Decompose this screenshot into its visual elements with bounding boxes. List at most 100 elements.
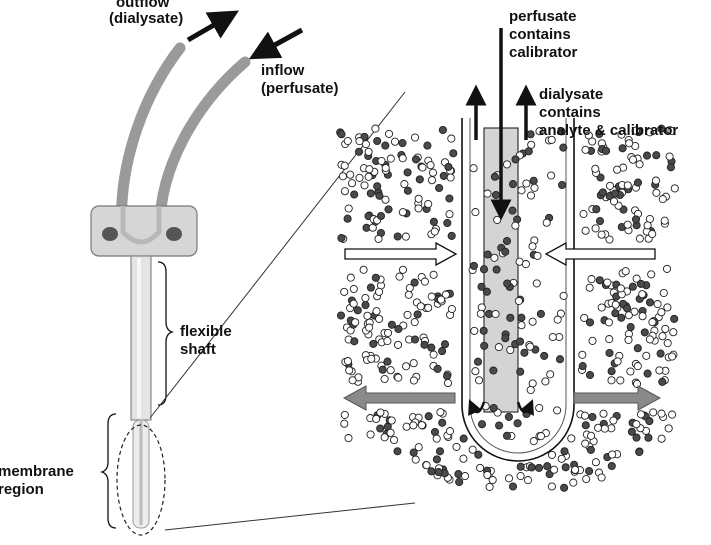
tissue-particle [400, 179, 409, 189]
tissue-particle [386, 366, 395, 375]
zoom-line-bottom [164, 502, 416, 531]
dialysate-particle [536, 432, 546, 441]
tissue-particle [432, 455, 441, 464]
tissue-particle [390, 435, 399, 445]
tissue-particle [561, 463, 570, 472]
tissue-particle [476, 463, 485, 472]
tissue-particle [488, 475, 497, 485]
dialysate-particle [542, 218, 551, 227]
dialysate-particle [477, 420, 487, 429]
tissue-particle [426, 161, 435, 170]
tissue-particle [365, 165, 374, 174]
tissue-particle [655, 366, 664, 375]
tissue-particle [365, 323, 374, 332]
tissue-particle [508, 482, 518, 491]
tissue-particle [381, 141, 390, 150]
dialysate-particle [547, 171, 556, 180]
tissue-particle [600, 424, 609, 433]
dialysate-particle [517, 186, 526, 195]
dialysate-particle [553, 315, 562, 324]
inward-arrow-right [544, 241, 656, 267]
tissue-particle [381, 163, 390, 173]
tissue-particle [377, 156, 386, 166]
tissue-particle [409, 376, 418, 385]
tissue-particle [621, 267, 630, 276]
tissue-particle [360, 181, 369, 190]
tissue-particle [344, 434, 353, 443]
tissue-particle [534, 463, 544, 472]
tissue-particle [660, 216, 669, 225]
tissue-particle [585, 370, 595, 380]
tissue-particle [461, 472, 470, 481]
tissue-particle [415, 175, 424, 184]
tissue-particle [649, 408, 658, 417]
dialysate-particle [504, 412, 513, 421]
tissue-particle [383, 357, 392, 366]
tissue-particle [361, 301, 370, 310]
inward-arrow-left [344, 241, 458, 267]
tissue-particle [355, 173, 364, 182]
tissue-particle [430, 427, 440, 437]
tissue-particle [417, 421, 426, 430]
tissue-particle [657, 409, 666, 418]
tissue-particle [372, 307, 381, 316]
tissue-particle [410, 133, 420, 142]
tissue-particle [640, 328, 649, 337]
tissue-particle [354, 147, 364, 156]
tissue-particle [409, 421, 418, 430]
dialysate-particle [517, 313, 526, 322]
tissue-particle [452, 442, 461, 451]
tissue-particle [455, 477, 464, 487]
tissue-particle [340, 419, 349, 428]
tissue-particle [578, 362, 587, 371]
tissue-particle [429, 270, 438, 279]
tissue-particle [658, 332, 667, 341]
tissue-particle [657, 434, 666, 443]
dialysate-particle [526, 191, 536, 200]
tissue-particle [394, 324, 403, 334]
tissue-particle [635, 447, 644, 457]
tissue-particle [626, 323, 635, 332]
tissue-particle [527, 463, 536, 472]
tissue-particle [411, 455, 420, 464]
tissue-particle [424, 303, 433, 312]
tissue-particle [373, 136, 382, 146]
dialysate-particle [547, 135, 556, 144]
tissue-particle [585, 283, 594, 292]
tissue-particle [447, 304, 456, 314]
tissue-particle [652, 188, 661, 197]
shaft-label: shaft [180, 341, 216, 358]
dialysate-particle [489, 403, 498, 413]
tissue-particle [571, 465, 580, 474]
tissue-particle [658, 195, 667, 204]
dialysate-particle [535, 403, 544, 413]
tissue-particle [602, 146, 611, 155]
dialysate-particle [475, 376, 484, 385]
tissue-particle [624, 311, 633, 320]
tissue-particle [366, 430, 375, 439]
perfusate-label-1: perfusate [509, 8, 577, 25]
dialysate-particle [532, 279, 541, 288]
shaft-brace [157, 261, 175, 406]
tissue-particle [636, 279, 645, 288]
tissue-particle [623, 181, 632, 190]
tissue-particle [349, 299, 358, 308]
tissue-particle [367, 354, 376, 363]
tissue-particle [443, 378, 453, 388]
tissue-particle [611, 309, 620, 318]
tissue-particle [585, 467, 594, 476]
hub-hole-left [102, 227, 118, 241]
tissue-particle [547, 482, 556, 491]
tissue-particle [618, 144, 627, 153]
tissue-particle [578, 350, 587, 359]
dialysate-particle [493, 215, 502, 224]
tissue-particle [668, 352, 677, 361]
tissue-particle [346, 273, 355, 282]
tissue-particle [375, 191, 384, 200]
tissue-particle [390, 137, 400, 146]
tissue-particle [376, 424, 385, 433]
tissue-particle [350, 337, 359, 346]
flexible-label: flexible [180, 323, 232, 340]
tissue-particle [617, 313, 626, 322]
